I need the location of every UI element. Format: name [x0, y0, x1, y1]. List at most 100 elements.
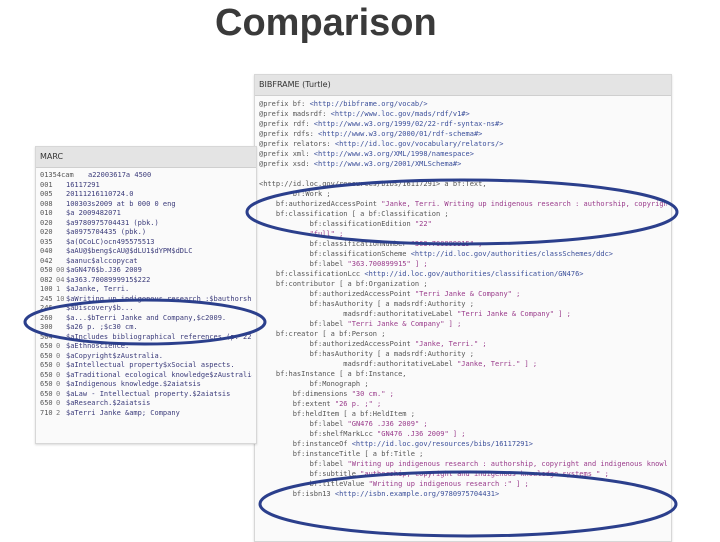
marc-field-value: $aLaw - Intellectual property.$2aiatsis: [66, 389, 231, 398]
marc-field-value: $aGN476$b.J36 2009: [66, 266, 142, 274]
turtle-predicate: bf:isbn13: [259, 490, 335, 498]
turtle-object: "Janke, Terri. Writing up indigenous res…: [381, 200, 667, 208]
turtle-line: [259, 169, 667, 179]
marc-tag: 650: [40, 370, 53, 379]
turtle-line: bf:label "363.700899915" ] ;: [259, 259, 667, 269]
marc-indicator: 0: [56, 342, 61, 350]
turtle-predicate: @prefix rdf:: [259, 120, 314, 128]
marc-tag: 650: [40, 342, 53, 350]
turtle-object: "22": [414, 220, 432, 228]
marc-field-value: $a9780975704431 (pbk.): [66, 218, 159, 227]
turtle-line: @prefix rdf: <http://www.w3.org/1999/02/…: [259, 119, 667, 129]
turtle-predicate: @prefix rdfs:: [259, 130, 319, 138]
marc-indicator: 0: [56, 399, 61, 407]
marc-tag: 008: [40, 199, 53, 208]
turtle-predicate: bf:instanceTitle [ a bf:Title ;: [259, 450, 424, 458]
turtle-predicate: madsrdf:authoritativeLabel: [259, 360, 458, 368]
turtle-line: bf:authorizedAccessPoint "Janke, Terri. …: [259, 199, 667, 209]
turtle-predicate: bf:Monograph ;: [259, 380, 369, 388]
marc-row: 504 $aIncludes bibliographical references…: [40, 333, 252, 343]
marc-field-value: $aResearch.$2aiatsis: [66, 399, 151, 407]
marc-field-value: 20111216110724.0: [66, 190, 134, 198]
turtle-line: bf:Monograph ;: [259, 379, 667, 389]
turtle-predicate: bf:classificationLcc: [259, 270, 365, 278]
turtle-object: "GN476 .J36 2009" ] ;: [377, 430, 466, 438]
turtle-predicate: bf:dimensions: [259, 390, 352, 398]
marc-field-value: $aanuc$alccopycat: [66, 256, 138, 265]
marc-indicator: 04: [56, 275, 65, 284]
turtle-object: <http://www.w3.org/2000/01/rdf-schema#>: [318, 130, 483, 138]
turtle-object: <http://id.loc.gov/authorities/classific…: [364, 270, 584, 278]
turtle-object: "authorship, copyright and indigenous kn…: [360, 470, 609, 478]
turtle-predicate: bf:authorizedAccessPoint: [259, 340, 415, 348]
marc-tag: 005: [40, 190, 53, 198]
turtle-line: bf:shelfMarkLcc "GN476 .J36 2009" ] ;: [259, 429, 667, 439]
turtle-predicate: bf:heldItem [ a bf:HeldItem ;: [259, 410, 415, 418]
marc-indicator: 0: [56, 351, 61, 360]
turtle-line: bf:hasAuthority [ a madsrdf:Authority ;: [259, 299, 667, 309]
turtle-line: bf:classificationEdition "22": [259, 219, 667, 229]
marc-row: 005 20111216110724.0: [40, 190, 252, 200]
turtle-line: bf:hasInstance [ a bf:Instance,: [259, 369, 667, 379]
turtle-line: bf:contributor [ a bf:Organization ;: [259, 279, 667, 289]
marc-tag: 001: [40, 180, 53, 189]
turtle-object: "Writing up indigenous research : author…: [347, 460, 667, 468]
slide-title: Comparison: [215, 2, 437, 44]
marc-field-value: 100303s2009 at b 000 0 eng: [66, 199, 176, 208]
turtle-line: <http://id.loc.gov/resources/bibs/161172…: [259, 179, 667, 189]
turtle-object: "30 cm." ;: [351, 390, 394, 398]
turtle-line: @prefix xml: <http://www.w3.org/XML/1998…: [259, 149, 667, 159]
turtle-line: @prefix relators: <http://id.loc.gov/voc…: [259, 139, 667, 149]
marc-tag: 100: [40, 285, 53, 293]
turtle-predicate: bf:shelfMarkLcc: [259, 430, 378, 438]
turtle-object: "full" ;: [309, 230, 344, 238]
marc-field-value: $aTerri Janke &amp; Company: [66, 408, 180, 417]
marc-field-value: $a...$bTerri Janke and Company,$c2009.: [66, 313, 227, 322]
turtle-line: bf:Work ;: [259, 189, 667, 199]
turtle-object: "26 p. ;" ;: [334, 400, 382, 408]
turtle-predicate: bf:label: [259, 320, 348, 328]
marc-field-value: $aTraditional ecological knowledge$zAust…: [66, 370, 252, 379]
turtle-predicate: @prefix madsrdf:: [259, 110, 331, 118]
turtle-predicate: @prefix xml:: [259, 150, 314, 158]
turtle-line: bf:classification [ a bf:Classification …: [259, 209, 667, 219]
marc-row: 035$a(OCoLC)ocn495575513: [40, 238, 252, 248]
turtle-predicate: bf:authorizedAccessPoint: [259, 200, 382, 208]
turtle-predicate: bf:Work ;: [259, 190, 331, 198]
marc-indicator: 00: [56, 266, 65, 274]
marc-indicator: 2: [56, 408, 61, 417]
turtle-predicate: bf:titleValue: [259, 480, 369, 488]
marc-field-value: $aEthnoscience.: [66, 342, 130, 350]
marc-tag: 504: [40, 332, 53, 341]
marc-row: 020$a0975704435 (pbk.): [40, 228, 252, 238]
turtle-predicate: bf:label: [259, 420, 348, 428]
marc-field-value: $aIncludes bibliographical references (p…: [66, 332, 252, 341]
turtle-predicate: bf:hasAuthority [ a madsrdf:Authority ;: [259, 350, 474, 358]
marc-indicator: 0: [56, 380, 61, 388]
turtle-predicate: madsrdf:authoritativeLabel: [259, 310, 458, 318]
turtle-line: madsrdf:authoritativeLabel "Terri Janke …: [259, 309, 667, 319]
turtle-line: @prefix madsrdf: <http://www.loc.gov/mad…: [259, 109, 667, 119]
turtle-line: bf:authorizedAccessPoint "Terri Janke & …: [259, 289, 667, 299]
marc-row: 042$aanuc$alccopycat: [40, 257, 252, 267]
marc-field-value: $aCopyright$zAustralia.: [66, 351, 163, 360]
marc-tag: 035: [40, 237, 53, 246]
turtle-object: <http://id.loc.gov/authorities/classSche…: [410, 250, 614, 258]
marc-indicator: 0: [56, 370, 61, 379]
turtle-object: <http://www.loc.gov/mads/rdf/v1#>: [330, 110, 470, 118]
marc-field-value: $a363.7008999915$222: [66, 275, 151, 284]
turtle-line: bf:classificationLcc <http://id.loc.gov/…: [259, 269, 667, 279]
turtle-line: bf:classificationScheme <http://id.loc.g…: [259, 249, 667, 259]
turtle-predicate: bf:classificationEdition: [259, 220, 415, 228]
turtle-line: bf:instanceOf <http://id.loc.gov/resourc…: [259, 439, 667, 449]
marc-field-value: $aIndigenous knowledge.$2aiatsis: [66, 380, 201, 388]
marc-field-value: a22003617a 4500: [88, 171, 152, 179]
turtle-line: bf:isbn13 <http://isbn.example.org/97809…: [259, 489, 667, 499]
